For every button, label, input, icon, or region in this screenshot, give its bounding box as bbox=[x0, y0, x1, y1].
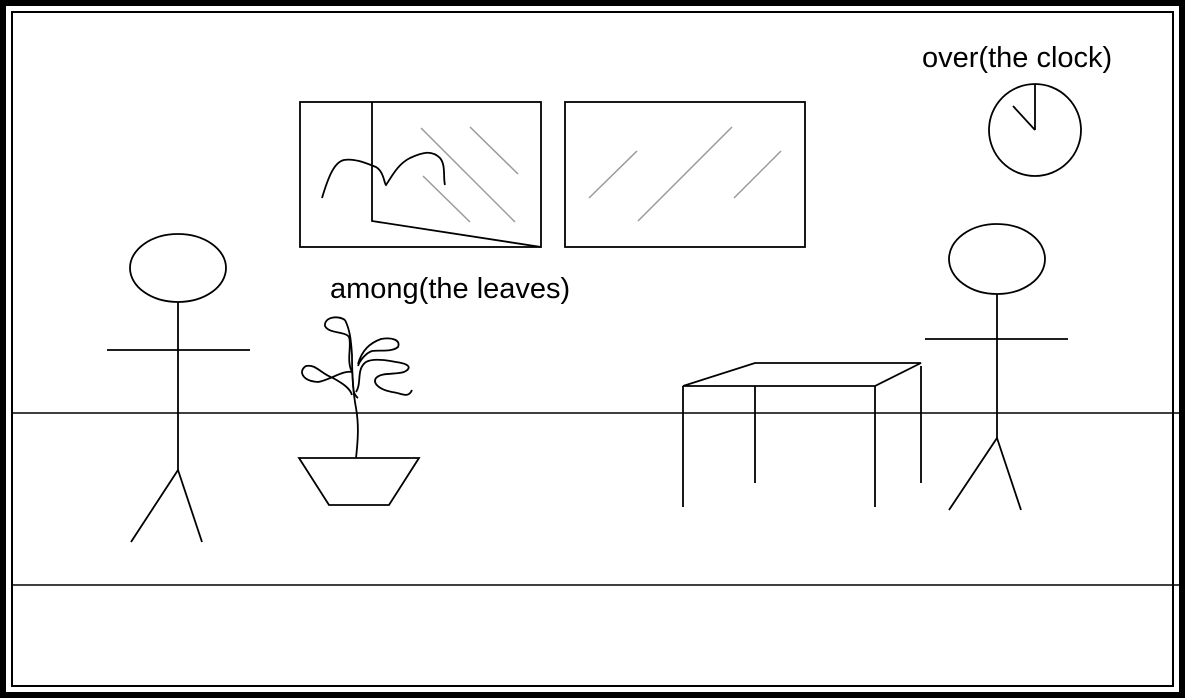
table-top bbox=[683, 363, 921, 386]
outer-frame bbox=[3, 3, 1182, 695]
potted-plant bbox=[299, 317, 419, 505]
table bbox=[683, 363, 921, 507]
plant-label: among(the leaves) bbox=[330, 273, 570, 305]
leaf-scribble bbox=[322, 153, 445, 198]
plant-leaves bbox=[302, 317, 412, 398]
plant-stem bbox=[345, 320, 358, 458]
left-window bbox=[300, 102, 541, 247]
right-window bbox=[565, 102, 805, 247]
right-stick-figure bbox=[925, 224, 1068, 510]
clock-icon bbox=[989, 84, 1081, 176]
plant-pot bbox=[299, 458, 419, 505]
left-stick-figure bbox=[107, 234, 250, 542]
glass-streaks bbox=[421, 127, 518, 222]
clock-label: over(the clock) bbox=[922, 42, 1112, 74]
